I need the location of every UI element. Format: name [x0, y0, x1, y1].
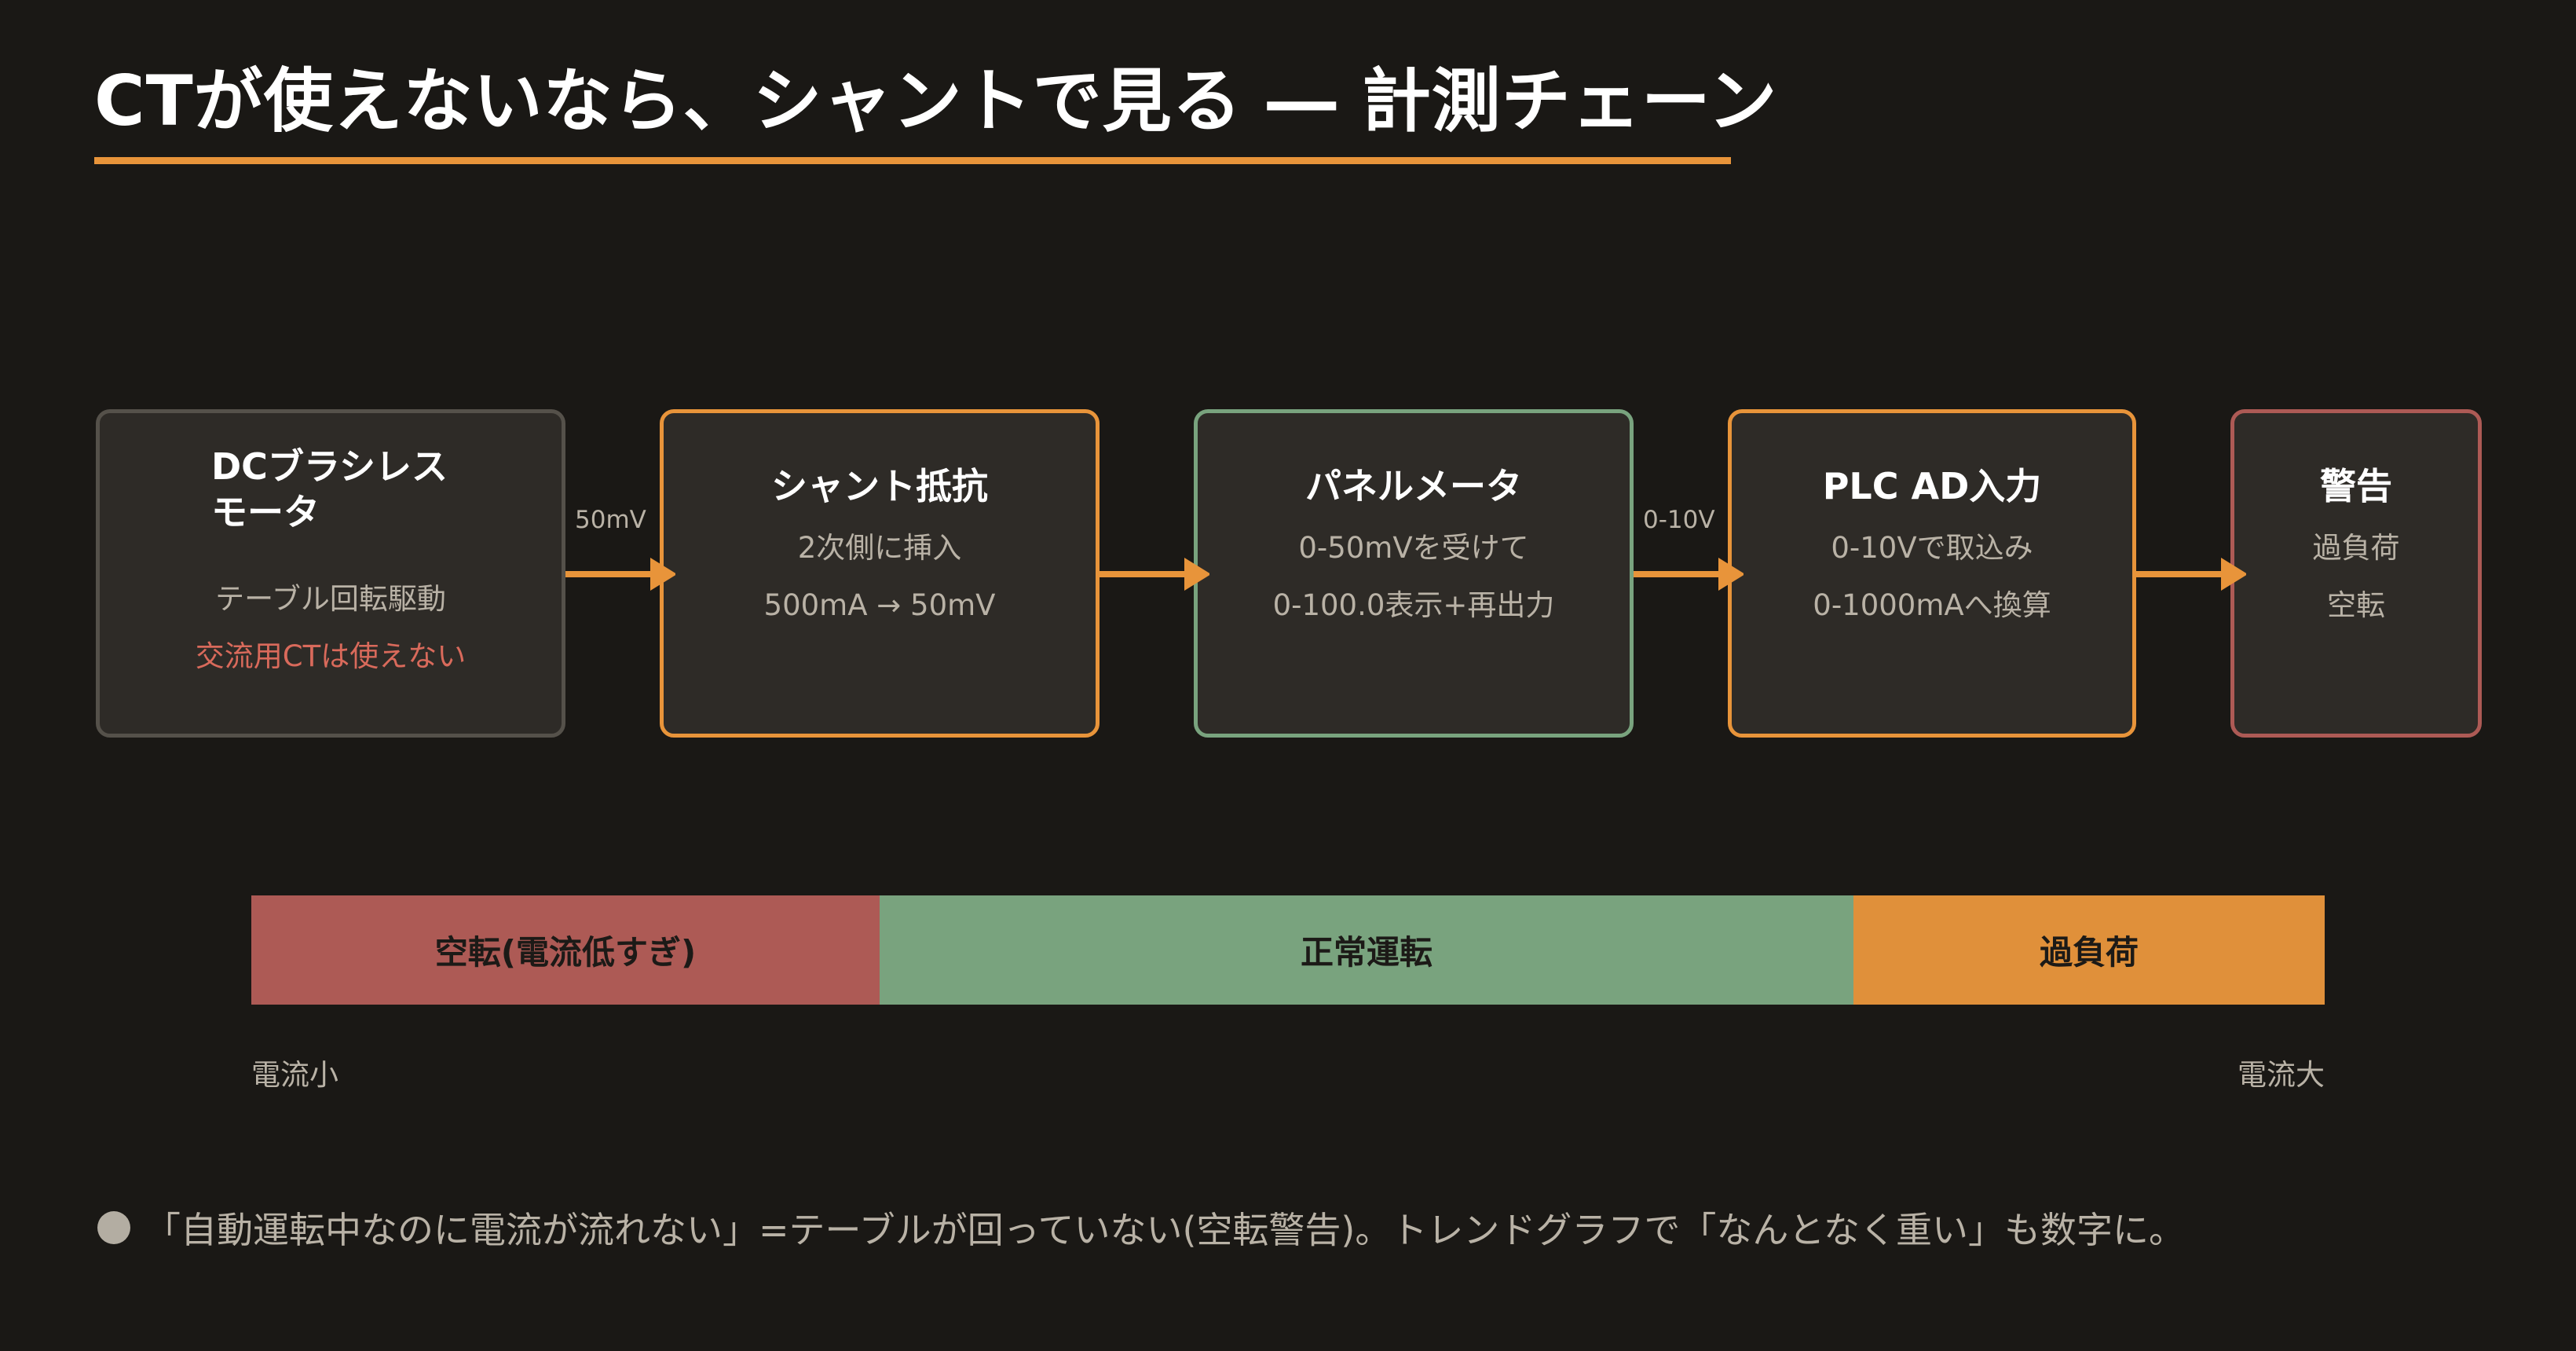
meter-desc-2: 0-100.0表示+再出力: [1272, 588, 1555, 622]
node-dc-brushless-motor: DCブラシレス モータ テーブル回転駆動 交流用CTは使えない: [96, 409, 565, 738]
motor-name: DCブラシレス モータ: [211, 445, 448, 535]
plc-desc-2: 0-1000mAへ換算: [1813, 588, 2051, 622]
range-segment-idle: 空転(電流低すぎ): [251, 895, 880, 1005]
plc-name: PLC AD入力: [1822, 465, 2042, 507]
arrow-shunt-to-meter: [1100, 558, 1209, 591]
signal-label-0-10v: 0-10V: [1643, 506, 1715, 534]
title-underline: [94, 157, 1731, 164]
axis-label-high-current: 電流大: [2238, 1058, 2325, 1092]
node-panel-meter: パネルメータ 0-50mVを受けて 0-100.0表示+再出力: [1194, 409, 1634, 738]
shunt-desc-1: 2次側に挿入: [797, 530, 962, 565]
arrow-motor-to-shunt: [565, 558, 675, 591]
arrow-meter-to-plc: [1634, 558, 1744, 591]
axis-label-low-current: 電流小: [251, 1058, 338, 1092]
node-shunt-resistor: シャント抵抗 2次側に挿入 500mA → 50mV: [660, 409, 1100, 738]
note-text: 「自動運転中なのに電流が流れない」=テーブルが回っていない(空転警告)。トレンド…: [145, 1209, 2185, 1251]
motor-warning: 交流用CTは使えない: [195, 639, 467, 673]
motor-description: テーブル回転駆動: [215, 582, 446, 616]
node-plc-ad-input: PLC AD入力 0-10Vで取込み 0-1000mAへ換算: [1728, 409, 2136, 738]
signal-label-50mv: 50mV: [575, 506, 646, 534]
node-alarm: 警告 過負荷 空転: [2230, 409, 2482, 738]
motor-name-line2: モータ: [211, 490, 320, 533]
range-segment-overload: 過負荷: [1853, 895, 2325, 1005]
alarm-desc-1: 過負荷: [2312, 530, 2400, 565]
plc-desc-1: 0-10Vで取込み: [1831, 530, 2033, 565]
alarm-name: 警告: [2320, 465, 2392, 507]
motor-name-line1: DCブラシレス: [211, 445, 448, 488]
range-segment-normal: 正常運転: [880, 895, 1853, 1005]
page-title: CTが使えないなら、シャントで見る ― 計測チェーン: [94, 60, 1778, 141]
arrow-plc-to-alarm: [2136, 558, 2246, 591]
meter-desc-1: 0-50mVを受けて: [1298, 530, 1529, 565]
meter-name: パネルメータ: [1305, 465, 1522, 507]
bullet-icon: [97, 1211, 130, 1244]
alarm-desc-2: 空転: [2327, 588, 2385, 622]
shunt-desc-2: 500mA → 50mV: [763, 588, 996, 622]
shunt-name: シャント抵抗: [771, 465, 988, 507]
